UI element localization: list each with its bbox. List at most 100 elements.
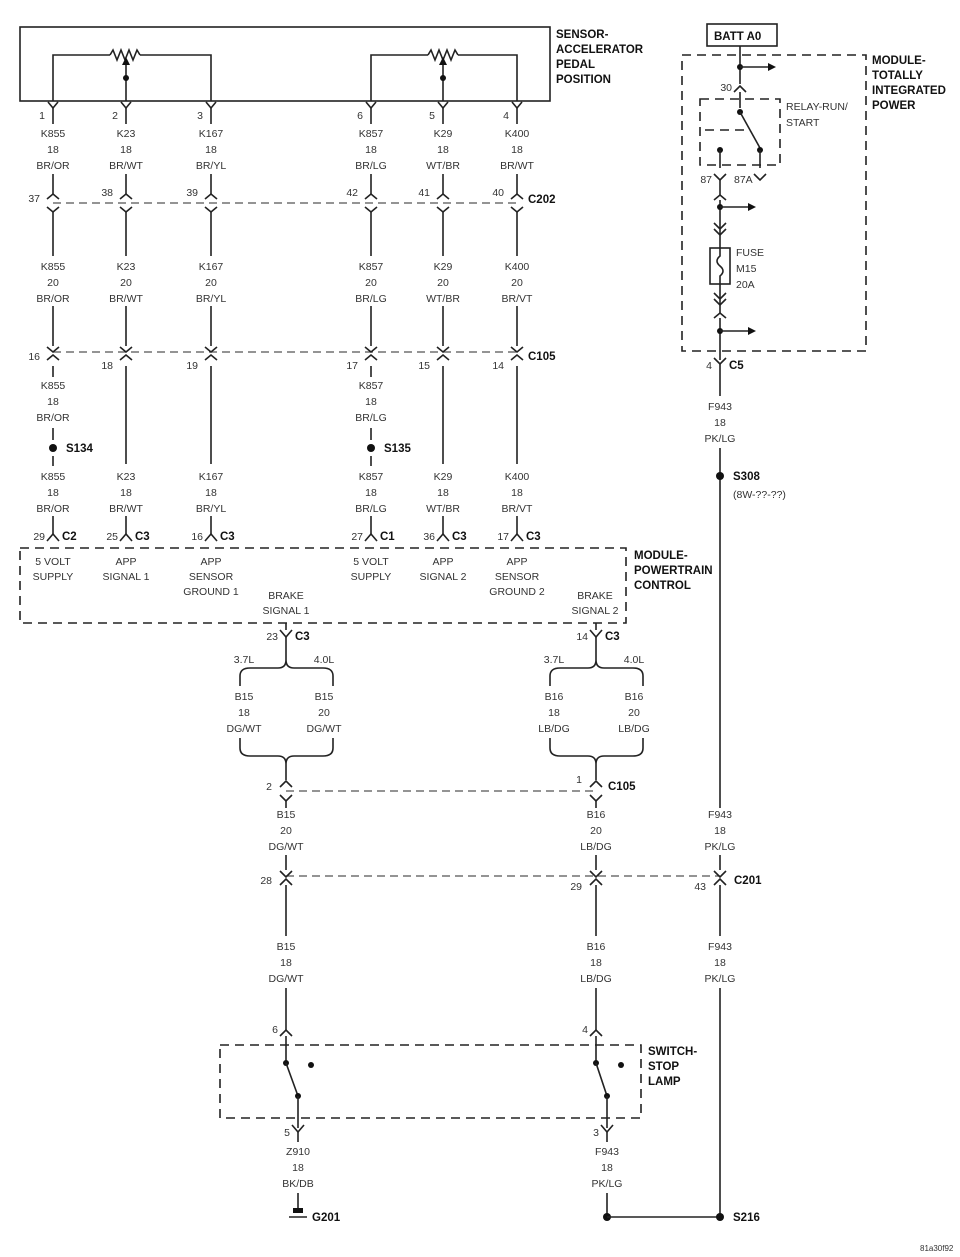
c201-pin-28: 28 bbox=[260, 875, 272, 887]
pcm-pin-17: 17 bbox=[497, 531, 509, 543]
wire-low-1-circuit: K855 bbox=[41, 471, 66, 483]
wire-top-3-gauge: 18 bbox=[205, 144, 217, 156]
wire-mid-2-gauge: 20 bbox=[120, 277, 132, 289]
connector-c201: 28 29 43 C201 bbox=[260, 870, 762, 936]
wire-mid-3-circuit: K167 bbox=[199, 261, 224, 273]
tipm-out-gauge: 18 bbox=[714, 417, 726, 429]
tipm-title-1: MODULE- bbox=[872, 55, 926, 67]
module-pcm: MODULE- POWERTRAIN CONTROL 5 VOLT SUPPLY… bbox=[19, 547, 713, 624]
pcm-pin-connectors: 29 C2 25 C3 16 C3 27 C1 36 C3 17 C3 bbox=[33, 528, 541, 543]
tipm-pin-87: 87 bbox=[700, 174, 712, 186]
wire-low-4-circuit: K857 bbox=[359, 471, 384, 483]
sensor-pin-6: 6 bbox=[357, 110, 363, 122]
branch-b16-18-circuit: B16 bbox=[545, 691, 564, 703]
pcm-conn-c3-d: C3 bbox=[526, 531, 541, 543]
wire-low-5-color: WT/BR bbox=[426, 503, 460, 515]
wire-low-5-circuit: K29 bbox=[434, 471, 453, 483]
fuse-label-2: M15 bbox=[736, 263, 757, 275]
wire-top-4-color: BR/LG bbox=[355, 160, 387, 172]
branch-b15-18-color: DG/WT bbox=[227, 723, 263, 735]
wire-mid-2-circuit: K23 bbox=[117, 261, 136, 273]
splice-s308-ref: (8W-??-??) bbox=[733, 489, 786, 501]
branch-b15-18-gauge: 18 bbox=[238, 707, 250, 719]
potentiometer-2-icon bbox=[370, 47, 518, 101]
pcm-label-1a: 5 VOLT bbox=[35, 556, 71, 568]
fuse-label-1: FUSE bbox=[736, 247, 764, 259]
wire-f943-b-color: PK/LG bbox=[705, 973, 736, 985]
c105-top-pin-19: 19 bbox=[186, 360, 198, 372]
module-pcm-title-3: CONTROL bbox=[634, 580, 691, 592]
sensor-app-title-2: ACCELERATOR bbox=[556, 44, 644, 56]
splice-s216-dot bbox=[716, 1213, 724, 1221]
tipm-title-4: POWER bbox=[872, 100, 916, 112]
wire-top-2-circuit: K23 bbox=[117, 128, 136, 140]
wire-f943-c-gauge: 18 bbox=[601, 1162, 613, 1174]
wire-top-2-gauge: 18 bbox=[120, 144, 132, 156]
tipm-out-circuit: F943 bbox=[708, 401, 732, 413]
c202-label: C202 bbox=[528, 194, 556, 206]
wire-top-4-gauge: 18 bbox=[365, 144, 377, 156]
wire-b15-18-color: DG/WT bbox=[269, 973, 305, 985]
tipm-title-2: TOTALLY bbox=[872, 70, 923, 82]
tipm-pin-30: 30 bbox=[720, 82, 732, 94]
wire-mid-6-color: BR/VT bbox=[502, 293, 534, 305]
wire-mid-4-circuit: K857 bbox=[359, 261, 384, 273]
brake-branches: 3.7L 4.0L B15 18 DG/WT B15 20 DG/WT 3.7L… bbox=[227, 646, 650, 780]
pcm-label-5a: APP bbox=[432, 556, 453, 568]
wire-low-5-gauge: 18 bbox=[437, 487, 449, 499]
wire-b16-20-circuit: B16 bbox=[587, 809, 606, 821]
pcm-brake1-b: SIGNAL 1 bbox=[263, 605, 310, 617]
pcm-conn-c2: C2 bbox=[62, 531, 77, 543]
connector-c105-bottom: 2 1 C105 bbox=[266, 774, 636, 808]
c202-pin-42: 42 bbox=[346, 187, 358, 199]
wire-low-3-circuit: K167 bbox=[199, 471, 224, 483]
wires-low-labels: K855 18 BR/OR K23 18 BR/WT K167 18 BR/YL… bbox=[36, 471, 533, 515]
tipm-pin-87a: 87A bbox=[734, 174, 753, 186]
figure-id: 81a30f92 bbox=[920, 1244, 954, 1253]
connector-c202: 37 38 39 42 41 40 C202 bbox=[28, 187, 556, 214]
splice-s135-dot bbox=[367, 444, 375, 452]
wire-mid-5-circuit: K29 bbox=[434, 261, 453, 273]
splice-s134-label: S134 bbox=[66, 443, 93, 455]
switch-pin-6: 6 bbox=[272, 1024, 278, 1036]
pcm-pin-25: 25 bbox=[106, 531, 118, 543]
variant-right-37: 3.7L bbox=[544, 654, 565, 666]
switch-contact-2-icon bbox=[593, 1036, 624, 1128]
wire-low-6-color: BR/VT bbox=[502, 503, 534, 515]
splice-s308-dot bbox=[716, 472, 724, 480]
wires-mid-labels: K855 20 BR/OR K23 20 BR/WT K167 20 BR/YL… bbox=[36, 261, 533, 305]
wire-low-a-1-gauge: 18 bbox=[47, 396, 59, 408]
module-tipm-box bbox=[681, 54, 867, 352]
sensor-app-title-1: SENSOR- bbox=[556, 29, 609, 41]
wire-mid-1-color: BR/OR bbox=[36, 293, 70, 305]
variant-left-37: 3.7L bbox=[234, 654, 255, 666]
sensor-pin-4: 4 bbox=[503, 110, 509, 122]
sensor-pin-1: 1 bbox=[39, 110, 45, 122]
wire-b16-18-color: LB/DG bbox=[580, 973, 612, 985]
tipm-out-conn: C5 bbox=[729, 360, 744, 372]
c202-pin-40: 40 bbox=[492, 187, 504, 199]
module-pcm-title-1: MODULE- bbox=[634, 550, 688, 562]
wire-low-a-1-circuit: K855 bbox=[41, 380, 66, 392]
wires-low-a-labels: K855 18 BR/OR K857 18 BR/LG bbox=[36, 380, 386, 424]
wire-top-2-color: BR/WT bbox=[109, 160, 143, 172]
wire-low-a-1-color: BR/OR bbox=[36, 412, 70, 424]
pcm-label-6b: SENSOR bbox=[495, 571, 540, 583]
pcm-conn-c3-a: C3 bbox=[135, 531, 150, 543]
c105-top-pin-15: 15 bbox=[418, 360, 430, 372]
sensor-app: SENSOR- ACCELERATOR PEDAL POSITION bbox=[19, 26, 644, 102]
splice-s308-label: S308 bbox=[733, 471, 760, 483]
pcm-pin-16: 16 bbox=[191, 531, 203, 543]
switch-stop-box bbox=[219, 1044, 642, 1119]
batt-a0-box bbox=[706, 23, 778, 47]
wire-mid-1-gauge: 20 bbox=[47, 277, 59, 289]
branch-b16-20-circuit: B16 bbox=[625, 691, 644, 703]
pcm-label-2a: APP bbox=[115, 556, 136, 568]
wire-top-5-circuit: K29 bbox=[434, 128, 453, 140]
pcm-label-3a: APP bbox=[200, 556, 221, 568]
pcm-conn-c1: C1 bbox=[380, 531, 395, 543]
c202-pin-38: 38 bbox=[101, 187, 113, 199]
wire-top-6-circuit: K400 bbox=[505, 128, 530, 140]
splice-s216-label: S216 bbox=[733, 1212, 760, 1224]
sensor-pin-5: 5 bbox=[429, 110, 435, 122]
